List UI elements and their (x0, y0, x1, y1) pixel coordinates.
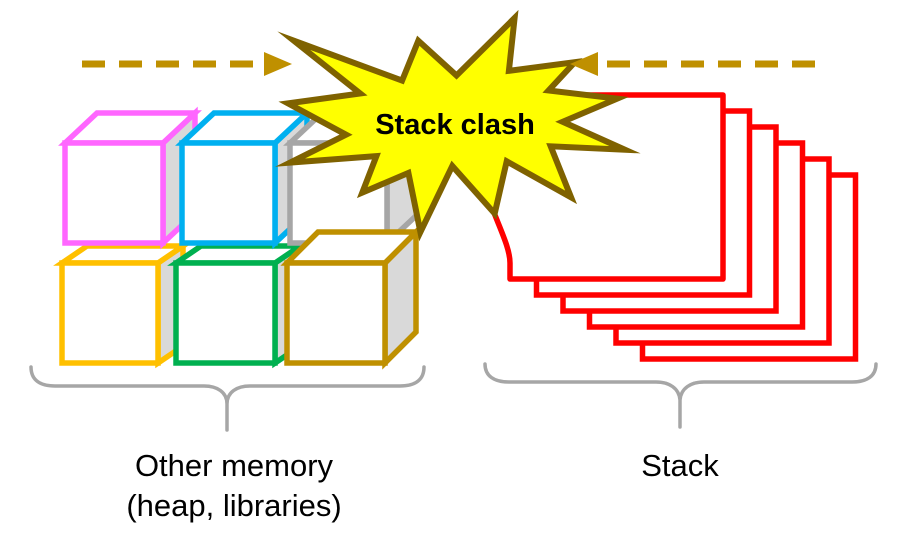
growth-arrow-left (570, 52, 815, 76)
cube-front-face (284, 260, 388, 366)
stack-brace (483, 362, 878, 429)
cube-front-face (179, 140, 278, 246)
stack-region-label: Stack (641, 448, 719, 483)
memory-cube-pink (58, 106, 202, 250)
other-memory-line1: Other memory (134, 448, 334, 483)
memory-cube-orange (53, 240, 192, 369)
arrow-head (264, 52, 292, 76)
growth-arrow-right (82, 52, 292, 76)
cube-front-face (62, 140, 166, 246)
stack-clash-label: Stack clash (375, 109, 535, 141)
arrow-head (570, 52, 598, 76)
other-memory-line2: (heap, libraries) (126, 488, 342, 523)
explosion-burst (275, 9, 641, 242)
stack-pages (490, 92, 859, 362)
stack-front-page-edge (490, 92, 726, 282)
cube-front-face (173, 260, 278, 366)
memory-cube-green (167, 240, 309, 369)
other-memory-label: Other memory (heap, libraries) (28, 446, 440, 526)
other-memory-brace (29, 365, 426, 432)
cube-front-face (59, 260, 161, 366)
memory-cube-dark-gold (280, 225, 423, 370)
